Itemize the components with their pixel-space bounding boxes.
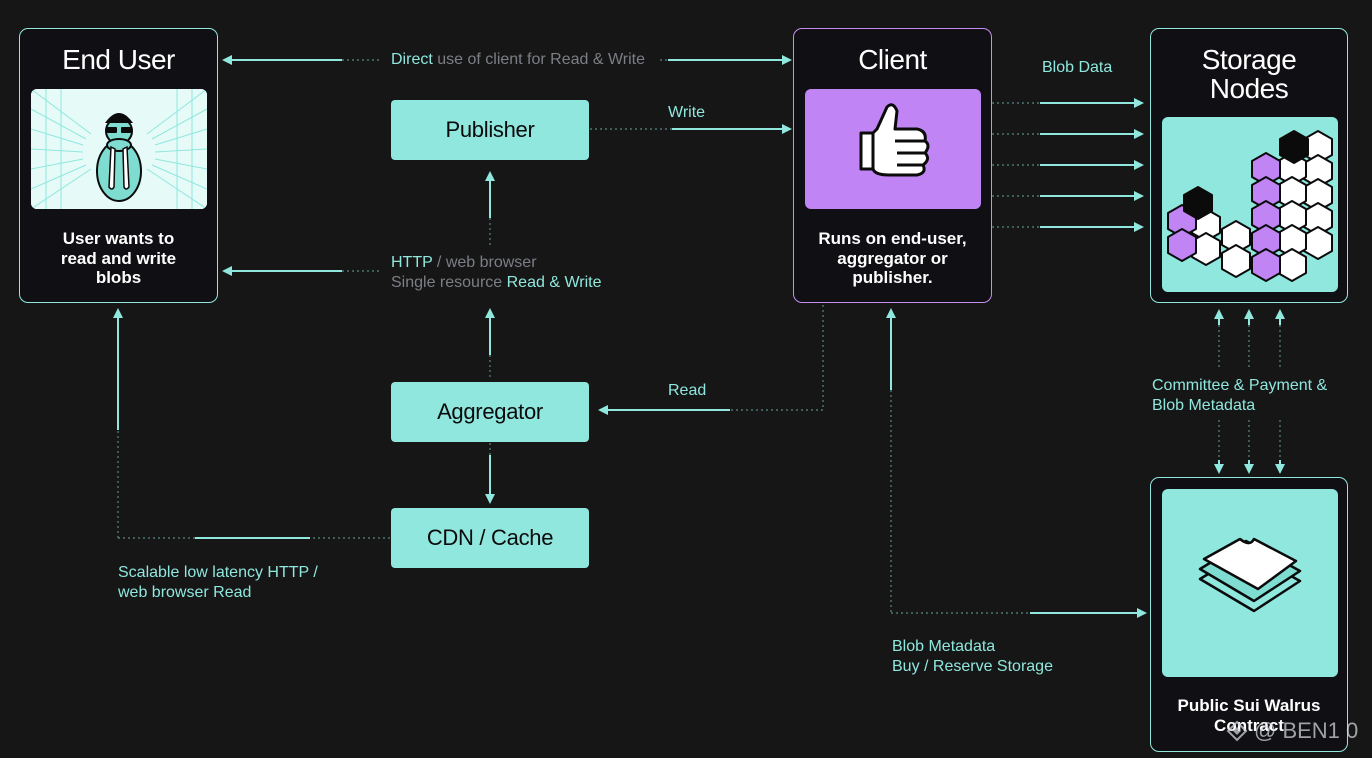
- client-desc: Runs on end-user, aggregator or publishe…: [818, 229, 967, 287]
- scalable-label: Scalable low latency HTTP / web browser …: [118, 564, 318, 601]
- blob-metadata-label: Blob Metadata Buy / Reserve Storage: [892, 638, 1053, 675]
- diamond-logo-icon: [1226, 720, 1248, 742]
- client-title: Client: [858, 44, 927, 75]
- contract-sheet-icon: [1162, 489, 1338, 677]
- storage-nodes-title: Storage Nodes: [1201, 44, 1297, 104]
- end-user-panel: End User User wants: [19, 28, 218, 303]
- storage-cubes-icon: [1162, 117, 1338, 292]
- blob-data-label: Blob Data: [1042, 59, 1113, 76]
- aggregator-box[interactable]: Aggregator: [391, 382, 589, 442]
- http-label: HTTP / web browser Single resource Read …: [391, 254, 602, 291]
- end-user-title: End User: [62, 44, 175, 75]
- write-label: Write: [668, 104, 706, 121]
- watermark: @ BEN1 0: [1226, 718, 1358, 744]
- contract-desc: Public Sui Walrus Contract: [1177, 696, 1321, 735]
- cdn-cache-box[interactable]: CDN / Cache: [391, 508, 589, 568]
- contract-panel: Public Sui Walrus Contract: [1150, 477, 1348, 752]
- read-label: Read: [668, 382, 707, 399]
- publisher-box[interactable]: Publisher: [391, 100, 589, 160]
- walrus-icon: [31, 89, 207, 209]
- committee-label: Committee & Payment & Blob Metadata: [1152, 377, 1328, 414]
- storage-nodes-panel: Storage Nodes: [1150, 28, 1348, 303]
- end-user-desc: User wants to read and write blobs: [60, 229, 177, 287]
- thumbs-up-icon: [805, 89, 981, 209]
- client-panel: Client Runs on end-user, aggregator or p…: [793, 28, 992, 303]
- direct-use-label: Direct use of client for Read & Write: [391, 51, 646, 68]
